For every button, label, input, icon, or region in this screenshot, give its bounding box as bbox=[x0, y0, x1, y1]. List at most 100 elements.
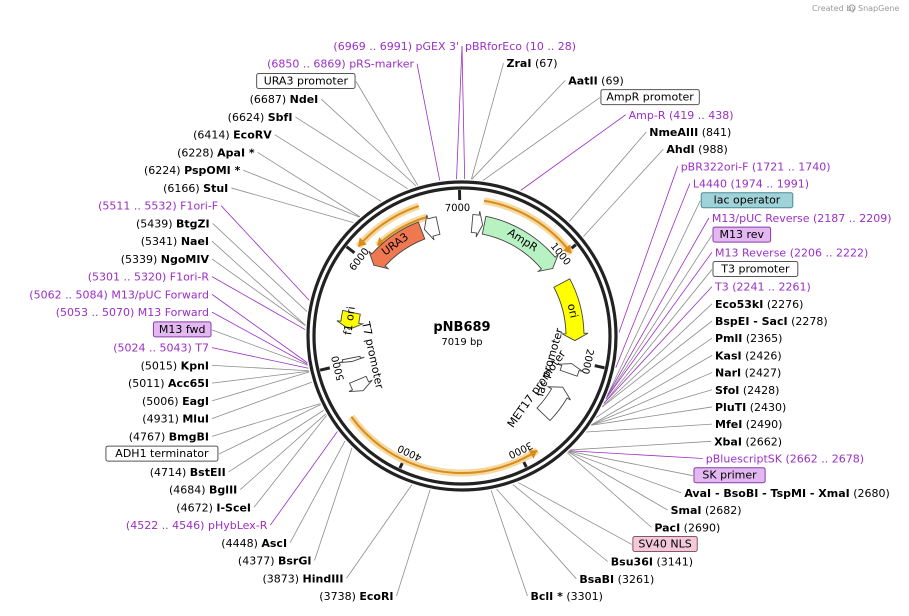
feature-ura3-promoter[interactable] bbox=[423, 214, 441, 241]
label-t7[interactable]: (5024 .. 5043) T7 bbox=[113, 342, 209, 355]
label-m13-fwd[interactable]: M13 fwd bbox=[152, 321, 212, 338]
label-nmeaiii[interactable]: NmeAIII (841) bbox=[649, 126, 731, 139]
leader-kasi-47 bbox=[591, 355, 713, 426]
label-bsu36i[interactable]: Bsu36I (3141) bbox=[611, 556, 693, 569]
label-ura3-promoter[interactable]: URA3 promoter bbox=[256, 72, 356, 89]
label-eco53ki[interactable]: Eco53kI (2276) bbox=[715, 298, 803, 311]
scale-tick-2000 bbox=[594, 364, 605, 370]
label-ecori[interactable]: (3738) EcoRI bbox=[319, 590, 393, 603]
label-aatii[interactable]: AatII (69) bbox=[568, 74, 623, 87]
label-ampr-promoter[interactable]: AmpR promoter bbox=[600, 89, 700, 106]
label-bspei-saci[interactable]: BspEI - SacI (2278) bbox=[715, 315, 828, 328]
label-acc65i[interactable]: (5011) Acc65I bbox=[128, 377, 209, 390]
label-kasi[interactable]: KasI (2426) bbox=[715, 349, 782, 362]
label-text-hindiii: (3873) HindIII bbox=[262, 572, 343, 585]
leader-m13-rev-53 bbox=[605, 234, 713, 399]
feature-ampr-promoter[interactable] bbox=[470, 211, 484, 238]
label-eagi[interactable]: (5006) EagI bbox=[142, 395, 209, 408]
feature-adh1-terminator[interactable] bbox=[348, 375, 373, 393]
label-stui[interactable]: (6166) StuI bbox=[163, 182, 228, 195]
label-m13-rev[interactable]: M13 rev bbox=[712, 226, 772, 243]
label-text-bspei-saci: BspEI - SacI (2278) bbox=[715, 315, 828, 328]
feature-lac-promoter[interactable] bbox=[557, 363, 584, 377]
label-pbluescriptsk[interactable]: pBluescriptSK (2662 .. 2678) bbox=[706, 453, 864, 466]
label-ngomiv[interactable]: (5339) NgoMIV bbox=[121, 253, 210, 266]
label-pbrforeco[interactable]: pBRforEco (10 .. 28) bbox=[465, 40, 576, 53]
label-ndei[interactable]: (6687) NdeI bbox=[250, 93, 319, 106]
label-bmgbi[interactable]: (4767) BmgBI bbox=[129, 430, 209, 443]
label-pgex-3[interactable]: (6969 .. 6991) pGEX 3' bbox=[333, 40, 459, 53]
label-text-ampr-promoter: AmpR promoter bbox=[606, 91, 694, 104]
leader-ahdi-59 bbox=[583, 148, 664, 237]
label-apai[interactable]: (6228) ApaI * bbox=[177, 146, 255, 159]
label-f1ori-r[interactable]: (5301 .. 5320) F1ori-R bbox=[88, 271, 210, 284]
label-amp-r[interactable]: Amp-R (419 .. 438) bbox=[629, 109, 734, 122]
label-kpni[interactable]: (5015) KpnI bbox=[141, 359, 209, 372]
label-text-ecori: (3738) EcoRI bbox=[319, 590, 393, 603]
label-prs-marker[interactable]: (6850 .. 6869) pRS-marker bbox=[267, 58, 414, 71]
label-bsrgi[interactable]: (4377) BsrGI bbox=[238, 555, 312, 568]
label-l4440[interactable]: L4440 (1974 .. 1991) bbox=[693, 178, 809, 191]
label-t3[interactable]: T3 (2241 .. 2261) bbox=[714, 281, 811, 294]
label-ahdi[interactable]: AhdI (988) bbox=[666, 143, 727, 156]
label-m13-forward[interactable]: (5053 .. 5070) M13 Forward bbox=[56, 306, 209, 319]
label-asci[interactable]: (4448) AscI bbox=[221, 537, 287, 550]
label-f1ori-f[interactable]: (5511 .. 5532) F1ori-F bbox=[98, 200, 218, 213]
label-btgzi[interactable]: (5439) BtgZI bbox=[136, 217, 210, 230]
outer-labels: pBRforEco (10 .. 28) ZraI (67) AatII (69) A… bbox=[29, 40, 891, 603]
label-m13-puc-reverse[interactable]: M13/pUC Reverse (2187 .. 2209) bbox=[712, 212, 892, 225]
label-avai-bsobi-tspmi-xmai[interactable]: AvaI - BsoBI - TspMI - XmaI (2680) bbox=[684, 487, 890, 500]
feature-ura3[interactable] bbox=[368, 221, 426, 270]
label-t3-promoter[interactable]: T3 promoter bbox=[712, 260, 799, 277]
feature-t7-promoter[interactable] bbox=[338, 355, 365, 364]
label-sv40-nls[interactable]: SV40 NLS bbox=[632, 535, 698, 552]
label-text-xbai: XbaI (2662) bbox=[714, 435, 782, 448]
label-pluti[interactable]: PluTI (2430) bbox=[715, 401, 786, 414]
label-bsteii[interactable]: (4714) BstEII bbox=[150, 466, 226, 479]
label-lac-operator[interactable]: lac operator bbox=[700, 192, 794, 209]
feature-ori[interactable] bbox=[553, 278, 589, 342]
label-m13-reverse[interactable]: M13 Reverse (2206 .. 2222) bbox=[715, 246, 868, 259]
label-ecorv[interactable]: (6414) EcoRV bbox=[193, 129, 272, 142]
label-naei[interactable]: (5341) NaeI bbox=[141, 235, 209, 248]
leader-btgzi-11 bbox=[212, 223, 308, 312]
backbone-ring bbox=[306, 180, 618, 492]
label-sbfi[interactable]: (6624) SbfI bbox=[228, 111, 293, 124]
label-i-scei[interactable]: (4672) I-SceI bbox=[176, 501, 251, 514]
label-xbai[interactable]: XbaI (2662) bbox=[714, 435, 782, 448]
label-zrai[interactable]: ZraI (67) bbox=[507, 57, 558, 70]
leader-sfoi-45 bbox=[591, 389, 713, 426]
orf-2-arrowhead bbox=[358, 237, 367, 247]
orf-0-line bbox=[483, 199, 572, 254]
label-pbr322ori-f[interactable]: pBR322ori-F (1721 .. 1740) bbox=[681, 160, 831, 173]
label-smai[interactable]: SmaI (2682) bbox=[671, 504, 742, 517]
label-adh1-terminator[interactable]: ADH1 terminator bbox=[105, 445, 219, 462]
label-bsabi[interactable]: BsaBI (3261) bbox=[579, 573, 654, 586]
label-text-stui: (6166) StuI bbox=[163, 182, 228, 195]
label-bcli[interactable]: BclI * (3301) bbox=[530, 590, 602, 603]
label-text-m13-forward: (5053 .. 5070) M13 Forward bbox=[56, 306, 209, 319]
label-m13-puc-forward[interactable]: (5062 .. 5084) M13/pUC Forward bbox=[29, 288, 209, 301]
leader-amp-r-61 bbox=[520, 114, 626, 191]
label-pmli[interactable]: PmlI (2365) bbox=[715, 332, 782, 345]
app-credit[interactable]: Created by SnapGene bbox=[812, 4, 899, 13]
feature-f1-ori[interactable] bbox=[336, 309, 365, 330]
label-text-pgex-3: (6969 .. 6991) pGEX 3' bbox=[333, 40, 459, 53]
label-sfoi[interactable]: SfoI (2428) bbox=[715, 384, 779, 397]
feature-ampr[interactable] bbox=[481, 215, 559, 273]
label-mfei[interactable]: MfeI (2490) bbox=[715, 418, 782, 431]
label-bglii[interactable]: (4684) BglII bbox=[169, 484, 237, 497]
leader-naei-12 bbox=[211, 240, 306, 326]
label-sk-primer[interactable]: SK primer bbox=[693, 467, 766, 484]
leader-mfei-43 bbox=[586, 423, 713, 433]
label-paci[interactable]: PacI (2690) bbox=[654, 521, 720, 534]
scale-label-5000: 5000 bbox=[330, 354, 347, 381]
label-phyblex-r[interactable]: (4522 .. 4546) pHybLex-R bbox=[126, 519, 268, 532]
scale-tick-6000 bbox=[345, 245, 356, 254]
label-hindiii[interactable]: (3873) HindIII bbox=[262, 572, 343, 585]
label-mlui[interactable]: (4931) MluI bbox=[142, 413, 209, 426]
feature-met17-promoter[interactable] bbox=[536, 386, 571, 422]
label-pspomi[interactable]: (6224) PspOMI * bbox=[144, 164, 241, 177]
label-nari[interactable]: NarI (2427) bbox=[715, 367, 781, 380]
